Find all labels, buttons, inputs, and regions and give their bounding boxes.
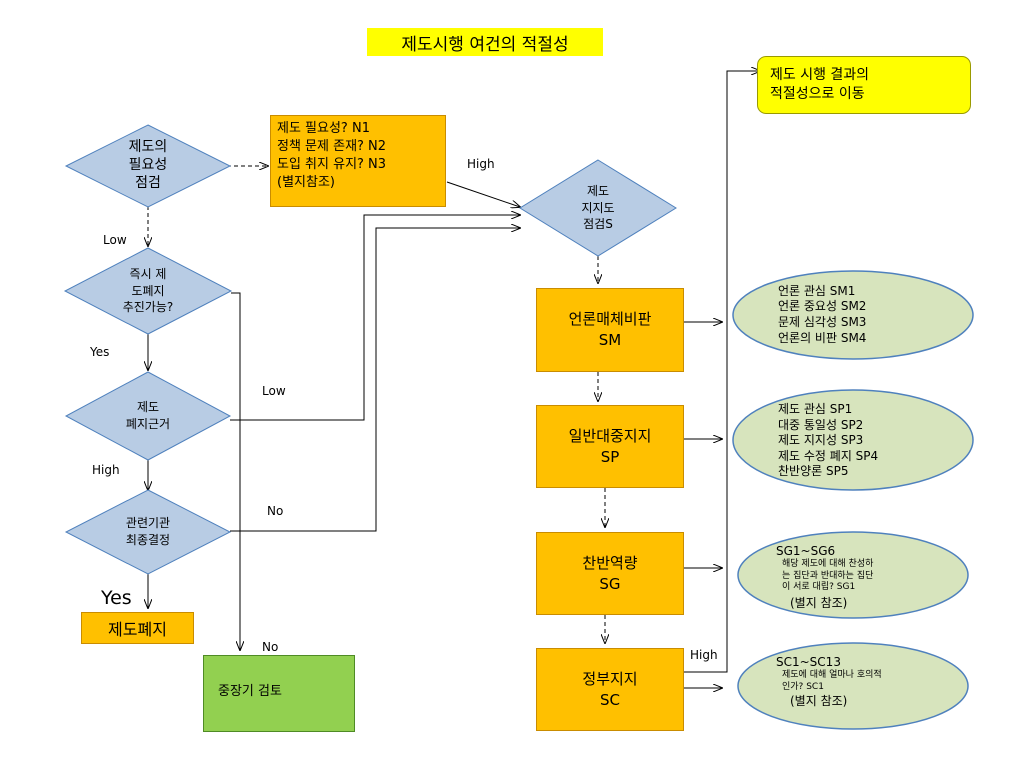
ellipse-sc: [737, 642, 969, 730]
questions-box: 제도 필요성? N1 정책 문제 존재? N2 도입 취지 유지? N3 (별지…: [270, 115, 446, 207]
edge-label-yes-big: Yes: [101, 587, 132, 609]
edge-label-no-mid: No: [267, 504, 284, 518]
decision-necessity-label: 제도의 필요성 점검: [128, 139, 168, 191]
edge-label-yes-mid: Yes: [90, 345, 110, 359]
groups-box: 찬반역량 SG: [536, 532, 684, 615]
public-box: 일반대중지지 SP: [536, 405, 684, 488]
decision-final-label: 관련기관 최종결정: [125, 516, 171, 547]
edge-label-high-top: High: [467, 157, 495, 171]
edge-label-high-right: High: [690, 648, 718, 662]
edge-label-high-left: High: [92, 463, 120, 477]
review-box: 중장기 검토: [203, 655, 355, 732]
arrow-government-to-top-note: [684, 71, 760, 673]
edge-label-low-mid: Low: [262, 384, 286, 398]
ellipse-sm: [732, 270, 974, 360]
media-box: 언론매체비판 SM: [536, 288, 684, 372]
government-box: 정부지지 SC: [536, 648, 684, 731]
arrow-basis-to-support: [230, 215, 520, 421]
abolish-box: 제도폐지: [81, 612, 194, 644]
page-title: 제도시행 여건의 적절성: [367, 28, 603, 56]
ellipse-sp: [732, 389, 974, 491]
decision-immediate-label: 즉시 제 도폐지 추진가능?: [122, 267, 174, 315]
ellipse-sg-foot: (별지 참조): [790, 596, 848, 610]
ellipse-sp-text: 제도 관심 SP1 대중 통일성 SP2 제도 지지성 SP3 제도 수정 폐지…: [778, 402, 879, 479]
note-go-to-results: 제도 시행 결과의 적절성으로 이동: [757, 56, 971, 114]
decision-support-label: 제도 지지도 점검S: [581, 183, 615, 232]
arrow-questions-to-support: [446, 181, 520, 207]
ellipse-sg-body: 해당 제도에 대해 찬성하 는 집단과 반대하는 집단 이 서로 대립? SG1: [782, 559, 874, 593]
ellipse-sg-head: SG1~SG6: [776, 544, 836, 558]
ellipse-sc-foot: (별지 참조): [790, 694, 848, 708]
arrow-final-to-support: [230, 228, 520, 532]
ellipse-sm-text: 언론 관심 SM1 언론 중요성 SM2 문제 심각성 SM3 언론의 비판 S…: [778, 283, 867, 345]
decision-basis-label: 제도 폐지근거: [125, 400, 171, 431]
edge-label-low-left: Low: [103, 233, 127, 247]
edge-label-no-bottom: No: [262, 640, 279, 654]
ellipse-sc-body: 제도에 대해 얼마나 호의적 인가? SC1: [782, 670, 882, 692]
ellipse-sg: [737, 531, 969, 619]
ellipse-sc-head: SC1~SC13: [776, 655, 841, 669]
